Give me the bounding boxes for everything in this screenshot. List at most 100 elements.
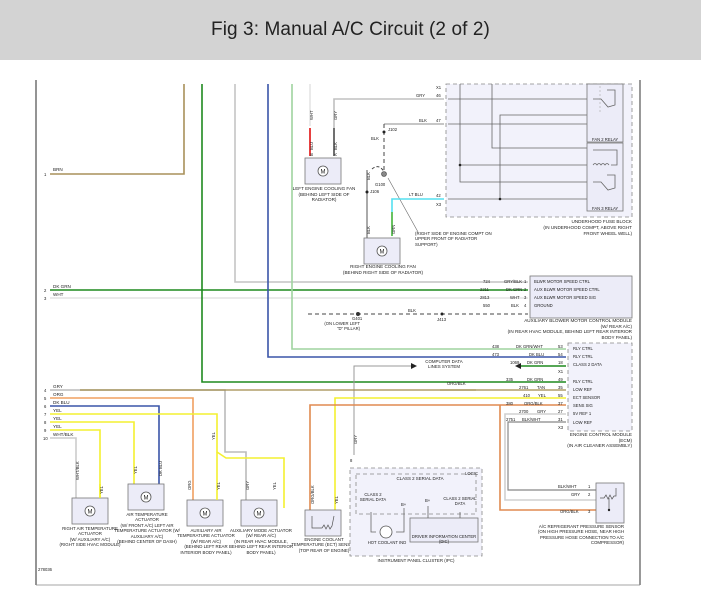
ecm-outline [567, 342, 633, 432]
pin-label: 1 [44, 172, 47, 177]
motor-icon [317, 165, 329, 177]
thermistor-icon [311, 515, 335, 530]
diagram-label: 1069 [510, 360, 520, 365]
component-location: (BEHIND LEFT SIDE OF RADIATOR) [298, 191, 350, 203]
pin-label: A [333, 153, 338, 156]
wire-label: YEL [334, 495, 339, 504]
motor-symbol: M [380, 250, 385, 256]
arrow-icon [515, 363, 521, 369]
wire-label: BLK [419, 118, 427, 123]
diagram-label: 54 [558, 352, 563, 357]
wire-color-label: YEL [53, 416, 62, 421]
diagram-label: DK GRN/WHT [516, 344, 543, 349]
diagram-label: YEL [538, 393, 547, 398]
diagram-label: HOT COOLANT IND [367, 540, 407, 545]
wire-label: ORG/BLK [447, 381, 466, 386]
aux-blower-motor-control-module: BLK G401 (ON LOWER LEFT "D" PILLAR) J413… [308, 275, 633, 340]
diagram-line [593, 149, 618, 166]
diagram-label: CLASS 2 SERIAL DATA [359, 492, 387, 502]
diagram-label: AUXILIARY MODE ACTUATOR [230, 528, 292, 533]
diagram-label: 55 [558, 393, 563, 398]
diagram-label: 335 [506, 377, 514, 382]
diagram-label: BLK/WHT [522, 417, 541, 422]
pin-function: RLY CTRL [573, 379, 594, 384]
ground-g100 [381, 171, 387, 177]
diagram-label: A/C REFRIGERANT PRESSURE SENSOR(ON HIGH … [520, 524, 624, 546]
diagram-label: ORG/BLK [524, 401, 543, 406]
diagram-label: GRY [571, 492, 580, 497]
wire-brn [50, 84, 185, 175]
diagram-label: 49 [558, 377, 563, 382]
diagram-label: DK GRN [506, 287, 522, 292]
caption-block: CLASS 2 SERIAL DATA [359, 492, 387, 502]
diagram-label: AUXILIARY AIR TEMPERATURE ACTUATOR [177, 528, 235, 539]
pin-function: 5V REF 1 [573, 411, 592, 416]
wire-label: ORG/BLK [310, 485, 315, 504]
ecm-pins: 438 DK GRN/WHT 53 RLY CTRL 473 DK BLU 54… [492, 344, 602, 430]
pin-function: ECT SENSOR [573, 395, 600, 400]
trunk-wires [201, 84, 566, 383]
figure-title: Fig 3: Manual A/C Circuit (2 of 2) [210, 19, 490, 40]
right-engine-cooling-fan: LT BLU M BLK GRN RIGHT ENGINE COOLING FA… [343, 192, 444, 275]
wire-label: BLK [366, 226, 371, 234]
diagram-label: 2751 [506, 417, 516, 422]
wire-color-label: BRN [53, 167, 63, 172]
diagram-label: 2813 [480, 295, 490, 300]
underhood-fuse-block: FAN 2 RELAY FAN 3 RELAY X1 GRY 46 BLK 47… [416, 83, 633, 236]
diagram-label: X3 [558, 425, 564, 430]
figure-id: 278036 [38, 567, 53, 572]
wire-color-label: WHT [53, 292, 64, 297]
ground-path: J102 BLK G100 BLK J106 (RIGHT SIDE OF EN… [365, 123, 492, 247]
actuators: M WHT/BLK YEL RIGHT AIR TEMPERATURE ACTU… [56, 431, 293, 554]
diagram-label: RIGHT AIR TEMPERATURE ACTUATOR(W/ AUXILI… [56, 526, 124, 548]
wire-label: YEL [216, 481, 221, 490]
diagram-label: 31 [558, 417, 563, 422]
diagram-label: M [203, 512, 208, 518]
pin-function: GROUND [534, 303, 553, 308]
caption-block: HOT COOLANT IND [367, 540, 407, 545]
diagram-label: 53 [558, 344, 563, 349]
diagram-label: B+ [425, 498, 431, 503]
pin-label: 7 [44, 412, 47, 417]
diagram-label: RIGHT AIR TEMPERATURE ACTUATOR [62, 526, 118, 537]
wire-label: BLK [371, 136, 379, 141]
diagram-label: UNDERHOOD FUSE BLOCK(IN UNDERHOOD COMPT,… [540, 219, 632, 236]
diagram-label: (W/ REAR A/C) [190, 538, 221, 544]
diagram-label: 473 [492, 352, 500, 357]
diagram-label: WHT [510, 295, 520, 300]
diagram-label: (W/ AUXILIARY A/C) [69, 536, 111, 542]
wire-label: BLK [366, 172, 371, 180]
class2-box [355, 473, 477, 515]
diagram-label: 2761 [519, 385, 529, 390]
diagram-label: ENGINE CONTROL MODULE (ECM) [569, 432, 632, 443]
wire-label: BLU [309, 142, 314, 150]
diagram-label: 27 [558, 409, 563, 414]
hot-coolant-lamp-icon [379, 525, 393, 539]
wire-gry-2700 [504, 413, 596, 501]
diagram-label: (ON HIGH PRESSURE HOSE, NEAR HIGH PRESSU… [537, 529, 624, 546]
wire-yel-410 [334, 397, 566, 510]
motor-symbol: M [321, 170, 326, 176]
diagram-label: TAN [537, 385, 545, 390]
diagram-label: 410 [523, 393, 531, 398]
pin-label: 4 [44, 388, 47, 393]
component-name: LEFT ENGINE COOLING FAN [292, 186, 356, 191]
diagram-label: M [88, 510, 93, 516]
splice-j102 [382, 130, 386, 134]
wire-dk-grn-335 [201, 84, 566, 383]
wire-label: GRY [333, 111, 338, 120]
motor-icon [253, 507, 265, 519]
diagram-label: 2 [524, 287, 527, 292]
instrument-panel-cluster: LOGIC CLASS 2 SERIAL DATA CLASS 2 SERIAL… [349, 435, 483, 563]
auxiliary-air-temperature-actuator: M ORG YEL YEL AUXILIARY AIR TEMPERATURE … [177, 431, 235, 554]
diagram-label: (ON LOWER LEFT "D" PILLAR) [324, 321, 360, 332]
diagram-line [304, 509, 342, 537]
ect-sensor: ORG/BLK YEL ENGINE COOLANT TEMPERATURE (… [290, 485, 358, 553]
diagram-label: ENGINE COOLANT TEMPERATURE (ECT) SENSOR(… [290, 537, 358, 553]
pin-label: B [309, 153, 314, 156]
ac-refrigerant-pressure-sensor: BLK/WHT 1 GRY 2 ORG/BLK 3 A/C REFRIGERAN… [520, 482, 625, 546]
wire-yel-pin8 [50, 421, 135, 484]
caption-block: CLASS 2 SERIAL DATA [443, 496, 476, 506]
diagram-line [593, 89, 616, 108]
pin-label: 6 [44, 404, 47, 409]
